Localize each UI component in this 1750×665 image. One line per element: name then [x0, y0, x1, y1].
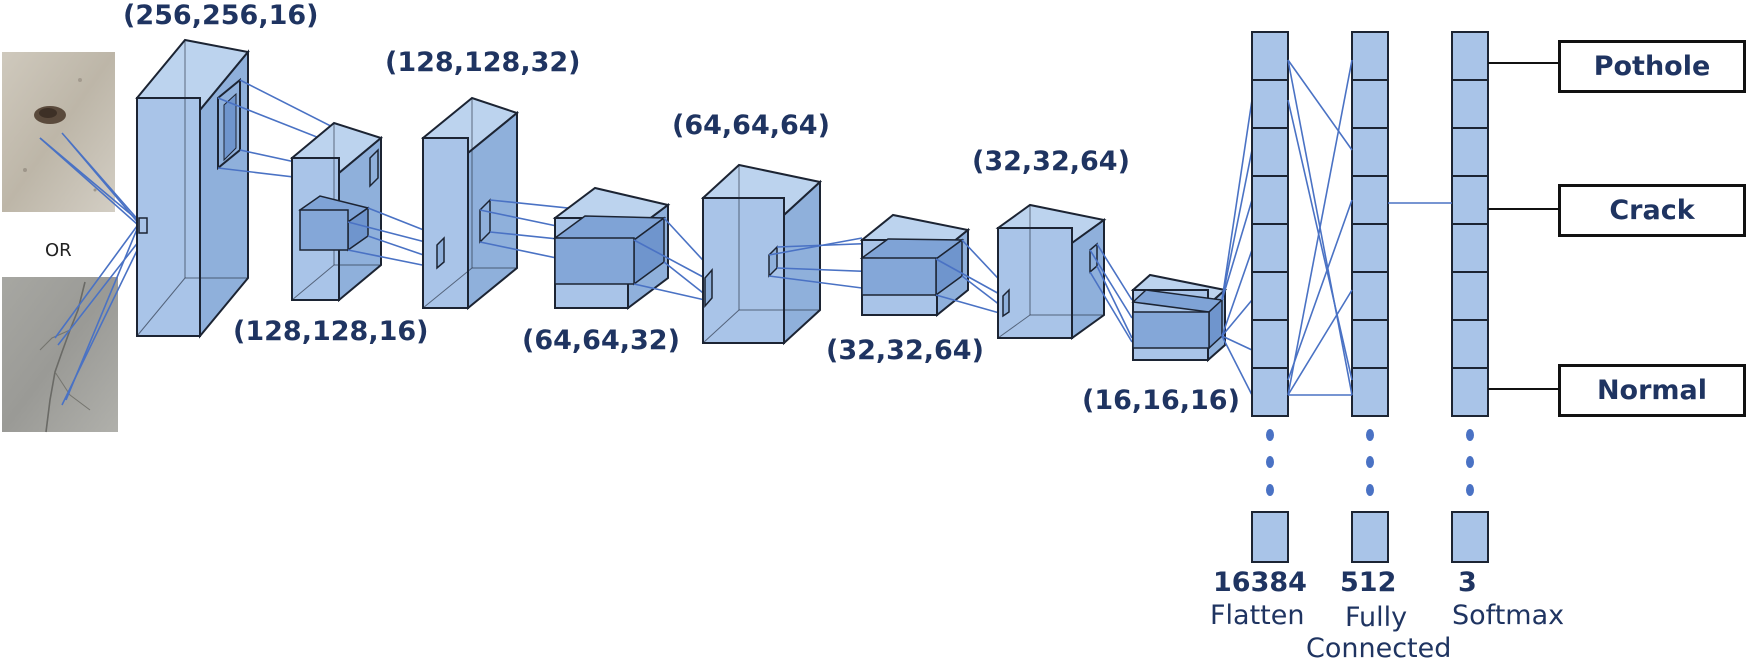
softmax-column: [1451, 31, 1489, 563]
conv-block-3: [420, 96, 520, 311]
connectors-7-8: [1089, 243, 1133, 343]
fully-connected-unit: [1351, 223, 1389, 273]
fully-connected-unit: [1351, 127, 1389, 177]
pothole-photo: [2, 52, 115, 212]
fully-connected-unit: [1351, 175, 1389, 225]
flatten-unit: [1251, 319, 1289, 369]
conv-block-5: [700, 163, 823, 346]
fc-label-line2: Connected: [1306, 633, 1452, 664]
fully-connected-unit: [1351, 319, 1389, 369]
flatten-column: [1251, 31, 1289, 563]
softmax-unit: [1451, 31, 1489, 81]
ellipsis-dot: [1266, 429, 1274, 441]
input-connectors: [39, 132, 147, 406]
ellipsis-dot: [1266, 456, 1274, 468]
ellipsis-dot: [1466, 429, 1474, 441]
shape-label-4: (64,64,32): [522, 325, 680, 356]
shape-label-1: (256,256,16): [123, 0, 319, 31]
ellipsis-dot: [1466, 456, 1474, 468]
flatten-unit: [1251, 175, 1289, 225]
flatten-last-unit: [1251, 511, 1289, 563]
shape-label-6: (32,32,64): [826, 335, 984, 366]
flatten-unit: [1251, 367, 1289, 417]
softmax-unit: [1451, 367, 1489, 417]
conv-block-7: [995, 203, 1107, 340]
fully-connected-unit: [1351, 79, 1389, 129]
conv-block-8: [1130, 273, 1228, 363]
softmax-last-unit: [1451, 511, 1489, 563]
flatten-unit: [1251, 271, 1289, 321]
output-connectors: [1488, 62, 1558, 390]
shape-label-5: (64,64,64): [672, 110, 830, 141]
shape-label-8: (16,16,16): [1082, 385, 1240, 416]
flatten-unit: [1251, 79, 1289, 129]
softmax-units: 3: [1458, 567, 1477, 598]
shape-label-2: (128,128,16): [233, 316, 429, 347]
softmax-unit: [1451, 319, 1489, 369]
dense-layers: [1251, 31, 1489, 563]
softmax-unit: [1451, 271, 1489, 321]
ellipsis-dot: [1366, 456, 1374, 468]
output-crack: Crack: [1558, 184, 1746, 237]
ellipsis-dot: [1366, 429, 1374, 441]
conv-block-4: [552, 186, 671, 310]
shape-label-7: (32,32,64): [972, 146, 1130, 177]
fc-units: 512: [1340, 567, 1397, 598]
flatten-unit: [1251, 223, 1289, 273]
softmax-unit: [1451, 223, 1489, 273]
flatten-unit: [1251, 31, 1289, 81]
flatten-units: 16384: [1213, 567, 1307, 598]
output-pothole: Pothole: [1558, 40, 1746, 93]
flatten-unit: [1251, 127, 1289, 177]
ellipsis-dot: [1366, 484, 1374, 496]
fully-connected-unit: [1351, 271, 1389, 321]
fully-connected-last-unit: [1351, 511, 1389, 563]
flatten-label: Flatten: [1210, 600, 1305, 631]
crack-photo: [2, 277, 118, 433]
dense-connectors: [1287, 59, 1452, 396]
ellipsis-dot: [1266, 484, 1274, 496]
fully-connected-column: [1351, 31, 1389, 563]
ellipsis-dot: [1466, 484, 1474, 496]
softmax-unit: [1451, 175, 1489, 225]
conv-block-2: [289, 121, 384, 303]
fully-connected-unit: [1351, 367, 1389, 417]
output-normal: Normal: [1558, 364, 1746, 417]
fc-label-line1: Fully: [1345, 602, 1408, 633]
softmax-unit: [1451, 127, 1489, 177]
connectors-8-flatten: [1221, 99, 1253, 396]
softmax-label: Softmax: [1452, 600, 1565, 631]
fully-connected-unit: [1351, 31, 1389, 81]
shape-label-3: (128,128,32): [385, 47, 581, 78]
softmax-unit: [1451, 79, 1489, 129]
or-label: OR: [45, 240, 72, 261]
conv-block-1: [135, 38, 250, 339]
